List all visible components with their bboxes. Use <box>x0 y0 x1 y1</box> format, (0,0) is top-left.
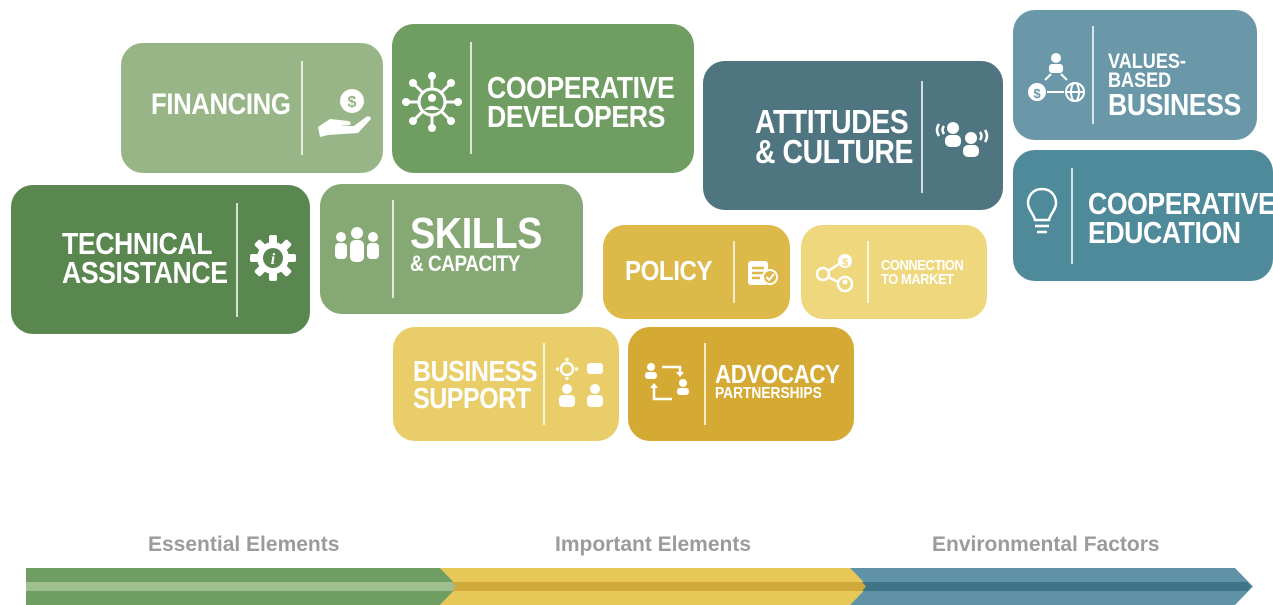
financing-tile: FINANCING $ <box>121 43 383 173</box>
skills-capacity-line2: & CAPACITY <box>410 251 520 277</box>
technical-assistance-tile: TECHNICAL ASSISTANCE i <box>11 185 310 334</box>
people-talking-icon <box>933 116 991 160</box>
financing-label-line1: FINANCING <box>151 88 291 121</box>
connection-to-market-divider <box>867 241 869 303</box>
connection-to-market-line1: CONNECTION <box>881 257 964 274</box>
values-based-business-label: VALUES-BASED BUSINESS <box>1108 50 1241 122</box>
skills-capacity-divider <box>392 200 394 298</box>
cooperative-developers-line2: DEVELOPERS <box>487 98 665 134</box>
svg-text:$: $ <box>348 94 357 111</box>
environmental-factors-heading: Environmental Factors <box>932 533 1160 556</box>
important-elements-heading: Important Elements <box>555 533 752 556</box>
cooperative-education-label: COOPERATIVE EDUCATION <box>1088 186 1273 250</box>
technical-assistance-divider <box>236 203 238 317</box>
policy-line1: POLICY <box>625 255 713 286</box>
important-band-stripe <box>452 582 866 591</box>
business-support-label: BUSINESS SUPPORT <box>413 356 538 415</box>
policy-divider <box>733 241 735 303</box>
skills-capacity-label: SKILLS & CAPACITY <box>410 209 542 277</box>
business-support-line1: BUSINESS <box>413 356 538 388</box>
hand-money-icon: $ <box>314 85 374 140</box>
cooperative-education-line2: EDUCATION <box>1088 214 1241 250</box>
exchange-arrows-icon <box>642 359 692 407</box>
connection-to-market-line2: TO MARKET <box>881 270 954 288</box>
cooperative-developers-tile: COOPERATIVE DEVELOPERS <box>392 24 694 173</box>
attitudes-culture-label: ATTITUDES & CULTURE <box>755 103 913 171</box>
policy-tile: POLICY <box>603 225 790 319</box>
essential-band-stripe <box>26 582 456 591</box>
attitudes-culture-line1: ATTITUDES <box>755 103 909 140</box>
attitudes-culture-line2: & CULTURE <box>755 133 913 171</box>
financing-label: FINANCING <box>151 88 291 121</box>
values-based-business-tile: $ VALUES-BASED BUSINESS <box>1013 10 1257 140</box>
cooperative-developers-divider <box>470 42 472 154</box>
values-based-business-line1: VALUES-BASED <box>1108 50 1186 93</box>
policy-document-icon <box>746 259 780 287</box>
skills-capacity-line1: SKILLS <box>410 209 542 258</box>
cooperative-education-line1: COOPERATIVE <box>1088 186 1273 221</box>
gear-team-icon <box>555 357 607 411</box>
values-based-business-line2: BUSINESS <box>1108 86 1241 122</box>
svg-text:$: $ <box>1033 86 1041 101</box>
business-support-line2: SUPPORT <box>413 382 531 415</box>
essential-elements-heading: Essential Elements <box>148 533 340 556</box>
business-support-divider <box>543 343 545 425</box>
market-connection-icon: $ <box>813 252 857 296</box>
skills-capacity-tile: SKILLS & CAPACITY <box>320 184 583 314</box>
technical-assistance-line2: ASSISTANCE <box>62 254 228 290</box>
financing-divider <box>301 61 303 155</box>
attitudes-culture-tile: ATTITUDES & CULTURE <box>703 61 1003 210</box>
technical-assistance-line1: TECHNICAL <box>62 226 213 261</box>
group-people-icon <box>332 226 382 266</box>
cooperative-developers-line1: COOPERATIVE <box>487 70 675 105</box>
advocacy-partnerships-label: ADVOCACY PARTNERSHIPS <box>715 359 840 402</box>
network-person-icon <box>400 70 464 134</box>
values-based-business-divider <box>1092 26 1094 124</box>
svg-text:$: $ <box>842 257 848 269</box>
svg-text:i: i <box>271 251 276 268</box>
advocacy-partnerships-divider <box>704 343 706 425</box>
advocacy-partnerships-line1: ADVOCACY <box>715 359 840 389</box>
cooperative-education-divider <box>1071 168 1073 264</box>
business-support-tile: BUSINESS SUPPORT <box>393 327 619 441</box>
advocacy-partnerships-tile: ADVOCACY PARTNERSHIPS <box>628 327 854 441</box>
connection-to-market-tile: $ CONNECTION TO MARKET <box>801 225 987 319</box>
environmental-band-stripe <box>862 582 1251 591</box>
policy-label: POLICY <box>625 255 713 286</box>
advocacy-partnerships-line2: PARTNERSHIPS <box>715 384 822 402</box>
lightbulb-icon <box>1025 186 1059 238</box>
connection-to-market-label: CONNECTION TO MARKET <box>881 257 964 288</box>
cooperative-education-tile: COOPERATIVE EDUCATION <box>1013 150 1273 281</box>
info-gear-icon: i <box>248 233 298 283</box>
cooperative-developers-label: COOPERATIVE DEVELOPERS <box>487 70 675 134</box>
technical-assistance-label: TECHNICAL ASSISTANCE <box>62 226 228 290</box>
category-arrow-band <box>26 568 1253 605</box>
values-exchange-icon: $ <box>1025 50 1087 106</box>
attitudes-culture-divider <box>921 81 923 193</box>
